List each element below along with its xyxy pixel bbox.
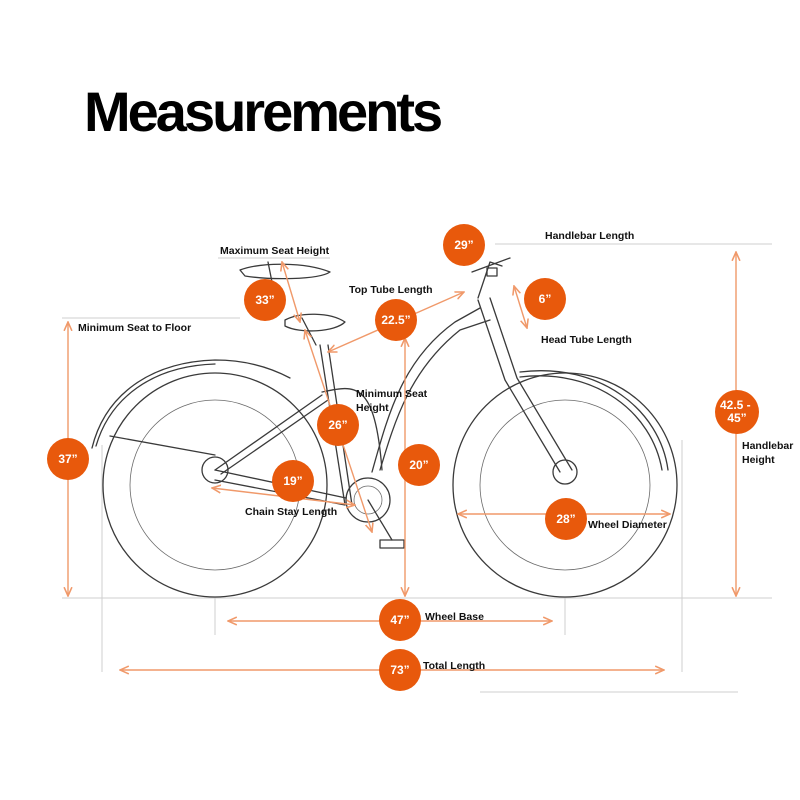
badge-handlebar-height (715, 390, 759, 434)
value-chain-stay-length: 19” (283, 474, 302, 488)
seat-stay (214, 394, 323, 471)
label-wheel-diameter: Wheel Diameter (588, 519, 667, 531)
value-head-tube-length: 6” (539, 292, 552, 306)
value-min-seat-height: 26” (328, 418, 347, 432)
value-top-tube-length: 22.5” (381, 313, 410, 327)
badge-total-length (379, 649, 421, 691)
badge-handlebar-length (443, 224, 485, 266)
saddle-max (239, 263, 331, 280)
label-min-seat-to-floor: Minimum Seat to Floor (78, 322, 191, 334)
front-rim (479, 399, 651, 571)
arrow-head-tube-length (514, 286, 527, 328)
badge-top-tube-length (375, 299, 417, 341)
badge-standover (398, 444, 440, 486)
front-hub (552, 459, 578, 485)
rear-hub (201, 456, 229, 484)
value-badges: 33” 22.5” 29” 6” 37” 26” 19” 20” 42.5 - … (47, 224, 759, 691)
label-handlebar-height: Handlebar Height (742, 440, 796, 466)
value-wheel-diameter: 28” (556, 512, 575, 526)
stem (477, 261, 503, 299)
badge-max-seat-height (244, 279, 286, 321)
front-tire (452, 372, 678, 598)
page-title: Measurements (84, 80, 443, 143)
rear-fender (91, 359, 291, 449)
label-top-tube-length: Top Tube Length (349, 284, 433, 296)
label-total-length: Total Length (423, 660, 485, 672)
badge-wheel-base (379, 599, 421, 641)
pedal (379, 539, 405, 549)
value-wheel-base: 47” (390, 613, 409, 627)
label-wheel-base: Wheel Base (425, 611, 484, 623)
label-max-seat-height: Maximum Seat Height (220, 245, 330, 257)
badge-head-tube-length (524, 278, 566, 320)
badge-wheel-diameter (545, 498, 587, 540)
guide-lines (62, 243, 772, 693)
badge-min-seat-height (317, 404, 359, 446)
value-standover: 20” (409, 458, 428, 472)
crank-arm (367, 499, 393, 541)
badge-chain-stay-length (272, 460, 314, 502)
label-head-tube-length: Head Tube Length (541, 334, 632, 346)
front-fender (519, 370, 669, 471)
value-handlebar-length: 29” (454, 238, 473, 252)
fork (477, 299, 561, 473)
badge-min-seat-to-floor (47, 438, 89, 480)
measurement-labels: Maximum Seat Height Top Tube Length Hand… (78, 230, 796, 672)
value-total-length: 73” (390, 663, 409, 677)
saddle (284, 313, 346, 332)
label-min-seat-height: Minimum Seat Height (356, 388, 430, 414)
arrow-max-seat-height (282, 262, 300, 322)
value-min-seat-to-floor: 37” (58, 452, 77, 466)
value-max-seat-height: 33” (255, 293, 274, 307)
value-handlebar-height: 42.5 - 45” (720, 398, 754, 425)
label-handlebar-length: Handlebar Length (545, 230, 634, 242)
label-chain-stay-length: Chain Stay Length (245, 506, 337, 518)
